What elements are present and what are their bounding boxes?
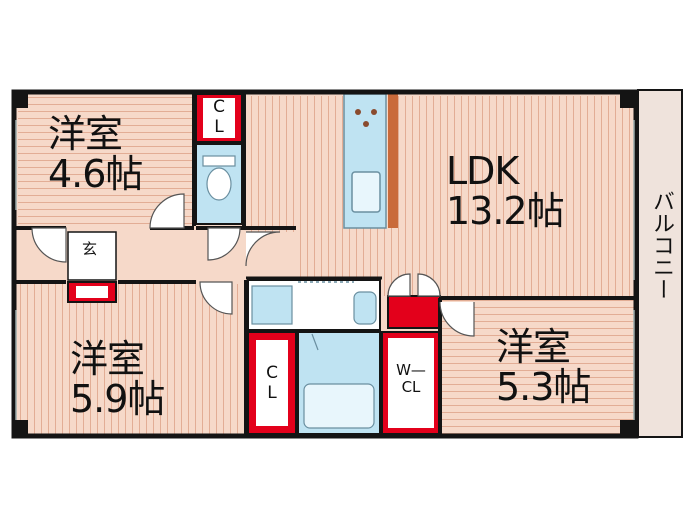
- walk-in-closet-label: W— CL: [386, 361, 436, 397]
- closet-top-label: C L: [208, 97, 230, 137]
- room-western-2-size: 5.9帖: [70, 376, 165, 421]
- closet-ldk: [387, 295, 441, 329]
- shoe-closet-inner: [76, 286, 108, 298]
- room-western-1-size: 4.6帖: [48, 151, 143, 196]
- door-swings: [31, 193, 475, 337]
- room-western-1-label: 洋室 4.6帖: [48, 112, 143, 196]
- kitchen-partition: [388, 94, 398, 228]
- hallway-floor: [118, 232, 296, 280]
- walk-in-closet-line2: CL: [401, 378, 421, 397]
- kitchen-sink: [351, 171, 381, 213]
- stove-burner: [371, 109, 377, 115]
- walls: [11, 89, 639, 439]
- room-ldk-name: LDK: [446, 149, 519, 193]
- room-western-2-floor: [18, 284, 243, 434]
- entrance-floor: [67, 231, 117, 281]
- closet-mid-line2: L: [267, 382, 277, 403]
- closet-mid-line1: C: [266, 363, 278, 383]
- entrance-label: 玄: [82, 240, 98, 258]
- closet-top-line1: C: [213, 97, 225, 117]
- toilet-bowl: [206, 167, 232, 201]
- closet-top-inner: [203, 98, 235, 138]
- windows: [15, 120, 635, 420]
- bath-door: [311, 333, 319, 351]
- room-ldk-label: LDK 13.2帖: [446, 149, 565, 233]
- washbasin: [251, 285, 293, 325]
- room-western-2-name: 洋室: [70, 337, 145, 381]
- toilet-tank: [202, 155, 236, 167]
- walk-in-closet-inner: [388, 338, 434, 428]
- closet-mid-inner: [256, 340, 288, 426]
- stove-burner: [355, 109, 361, 115]
- closet-mid-label: C L: [261, 363, 283, 403]
- closet-top-line2: L: [214, 116, 224, 137]
- room-western-3-name: 洋室: [496, 325, 571, 369]
- balcony-label: バルコニー: [649, 190, 674, 300]
- room-ldk-floor: [248, 96, 634, 296]
- pillars: [12, 90, 638, 438]
- walk-in-closet-line1: W—: [396, 361, 426, 379]
- washing-machine: [353, 291, 377, 325]
- room-ldk-size: 13.2帖: [446, 188, 565, 233]
- room-western-2-label: 洋室 5.9帖: [70, 337, 165, 421]
- room-western-3-size: 5.3帖: [496, 364, 591, 409]
- room-western-3-label: 洋室 5.3帖: [496, 325, 591, 409]
- room-western-1-name: 洋室: [48, 112, 123, 156]
- stove-burner: [363, 121, 369, 127]
- bathtub: [303, 383, 375, 429]
